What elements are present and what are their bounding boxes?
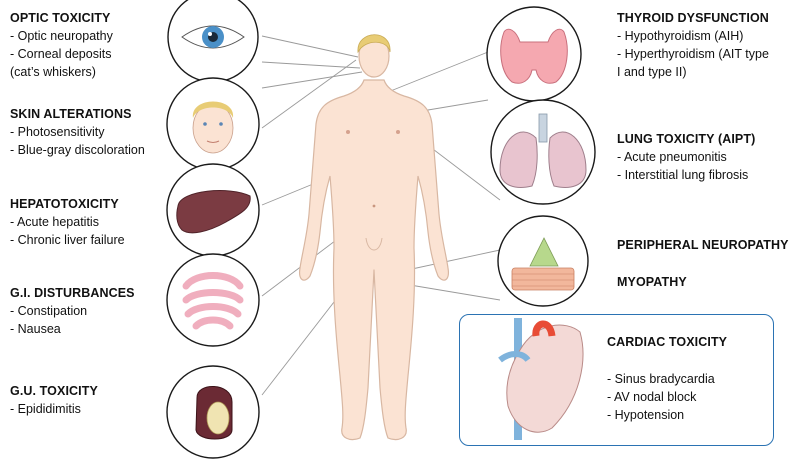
cardiac-toxicity-title: CARDIAC TOXICITY <box>607 335 728 349</box>
hepato-item-1: - Acute hepatitis <box>10 215 99 229</box>
human-body <box>299 34 449 441</box>
eye-icon <box>167 0 259 83</box>
skin-item-2: - Blue-gray discoloration <box>10 143 145 157</box>
skin-item-1: - Photosensitivity <box>10 125 105 139</box>
thyroid-item-2: - Hyperthyroidism (AIT type <box>617 47 769 61</box>
peripheral-neuropathy-title: PERIPHERAL NEUROPATHY <box>617 238 789 252</box>
thyroid-item-3: I and type II) <box>617 65 687 79</box>
testis-icon <box>166 365 260 459</box>
myopathy-block: MYOPATHY <box>617 273 687 291</box>
cardiac-toxicity-block: CARDIAC TOXICITY <box>607 333 727 351</box>
liver-icon <box>166 163 260 257</box>
gi-item-2: - Nausea <box>10 322 61 336</box>
myopathy-title: MYOPATHY <box>617 275 687 289</box>
lung-item-2: - Interstitial lung fibrosis <box>617 168 749 182</box>
optic-item-1: - Optic neuropathy <box>10 29 113 43</box>
cardiac-item-1: - Sinus bradycardia <box>607 372 715 386</box>
lung-toxicity-title: LUNG TOXICITY (AIPT) <box>617 132 756 146</box>
body-outline <box>299 79 449 441</box>
groin <box>365 237 383 251</box>
cardiac-item-3: - Hypotension <box>607 408 685 422</box>
optic-toxicity-block: OPTIC TOXICITY - Optic neuropathy - Corn… <box>10 9 113 81</box>
left-nipple <box>346 130 350 134</box>
optic-toxicity-title: OPTIC TOXICITY <box>10 11 111 25</box>
gi-item-1: - Constipation <box>10 304 88 318</box>
optic-item-3: (cat’s whiskers) <box>10 65 96 79</box>
face-icon <box>166 77 260 171</box>
thyroid-item-1: - Hypothyroidism (AIH) <box>617 29 744 43</box>
gu-item-1: - Epididimitis <box>10 402 81 416</box>
nerve-muscle-icon <box>497 215 589 307</box>
right-nipple <box>396 130 400 134</box>
lungs-icon <box>490 99 596 205</box>
lung-toxicity-block: LUNG TOXICITY (AIPT) - Acute pneumonitis… <box>617 130 755 184</box>
lung-item-1: - Acute pneumonitis <box>617 150 727 164</box>
cardiac-items-block: - Sinus bradycardia - AV nodal block - H… <box>607 370 715 424</box>
cardiac-toxicity-box <box>459 314 774 446</box>
thyroid-dysfunction-title: THYROID DYSFUNCTION <box>617 11 769 25</box>
thyroid-dysfunction-block: THYROID DYSFUNCTION - Hypothyroidism (AI… <box>617 9 769 81</box>
gu-toxicity-block: G.U. TOXICITY - Epididimitis <box>10 382 98 418</box>
thyroid-icon <box>486 6 582 102</box>
intestine-icon <box>166 253 260 347</box>
skin-alterations-title: SKIN ALTERATIONS <box>10 107 132 121</box>
navel <box>372 204 376 208</box>
peripheral-neuropathy-block: PERIPHERAL NEUROPATHY <box>617 236 789 254</box>
skin-alterations-block: SKIN ALTERATIONS - Photosensitivity - Bl… <box>10 105 145 159</box>
hepato-item-2: - Chronic liver failure <box>10 233 125 247</box>
hepatotoxicity-title: HEPATOTOXICITY <box>10 197 119 211</box>
gi-disturbances-block: G.I. DISTURBANCES - Constipation - Nause… <box>10 284 135 338</box>
hepatotoxicity-block: HEPATOTOXICITY - Acute hepatitis - Chron… <box>10 195 125 249</box>
gi-disturbances-title: G.I. DISTURBANCES <box>10 286 135 300</box>
gu-toxicity-title: G.U. TOXICITY <box>10 384 98 398</box>
hair <box>357 34 391 54</box>
heart-icon <box>498 318 584 440</box>
cardiac-item-2: - AV nodal block <box>607 390 697 404</box>
optic-item-2: - Corneal deposits <box>10 47 112 61</box>
